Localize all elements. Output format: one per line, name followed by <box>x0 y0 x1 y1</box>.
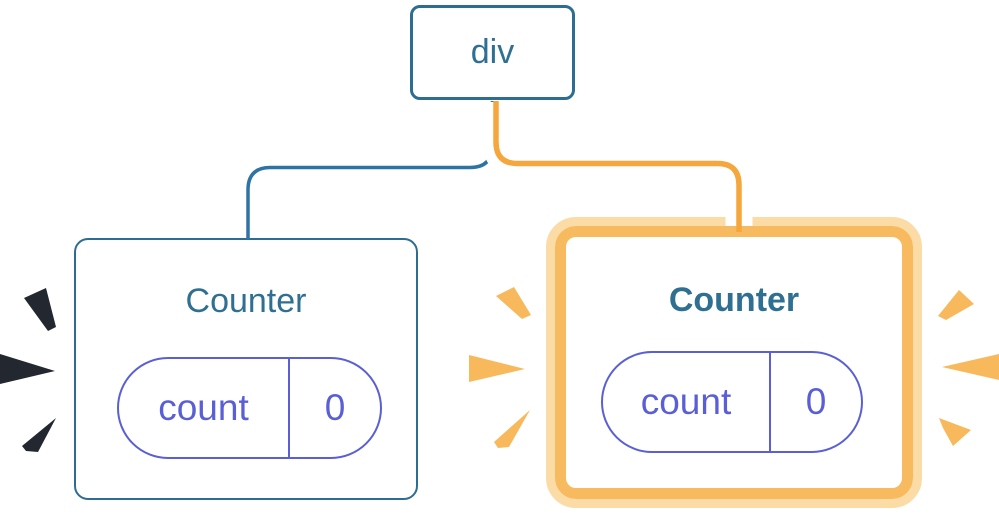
counter-card-left: Counter count 0 <box>74 238 418 500</box>
counter-right-state-pill: count 0 <box>601 351 863 453</box>
edge-to-left-counter <box>246 101 495 240</box>
burst-icon-left <box>0 288 56 452</box>
div-node-label: div <box>470 33 515 71</box>
state-key-label: count <box>158 387 249 428</box>
counter-left-title: Counter <box>185 282 307 320</box>
state-value-label: 0 <box>288 359 380 457</box>
counter-right-title: Counter <box>668 281 800 319</box>
burst-icon-right-inner <box>469 287 531 448</box>
state-value-label: 0 <box>769 353 861 451</box>
state-key-label: count <box>640 381 732 422</box>
burst-icon-right-outer <box>938 290 999 446</box>
edge-to-right-counter-outline <box>482 102 753 226</box>
div-node: div <box>410 5 575 100</box>
edge-to-right-counter <box>493 101 742 232</box>
counter-left-state-pill: count 0 <box>117 357 382 459</box>
counter-card-right-glow: Counter count 0 <box>546 217 922 508</box>
